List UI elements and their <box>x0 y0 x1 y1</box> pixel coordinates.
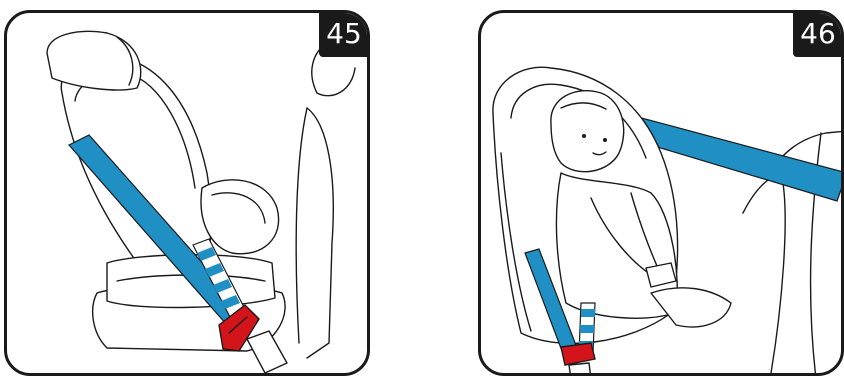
car-seat-forward-facing-illustration <box>7 13 370 376</box>
child-eye-right <box>603 138 607 142</box>
step-panel-45: 45 <box>4 10 370 376</box>
belt-buckle-red <box>561 343 595 365</box>
child-seat-side-wing <box>201 180 279 254</box>
child-leg <box>651 288 731 327</box>
child-eye-left <box>582 134 586 138</box>
buckle-receiver <box>247 331 287 373</box>
buckle-receiver <box>569 363 591 376</box>
step-number-badge: 46 <box>793 11 843 57</box>
vehicle-door-inner-line <box>296 108 307 343</box>
step-number-badge: 45 <box>319 11 369 57</box>
child-seat-headrest <box>47 31 141 90</box>
vehicle-door-outline <box>307 108 333 358</box>
car-seat-with-child-illustration <box>481 13 844 376</box>
step-panel-46: 46 <box>478 10 844 376</box>
vehicle-seat-back <box>743 173 785 373</box>
